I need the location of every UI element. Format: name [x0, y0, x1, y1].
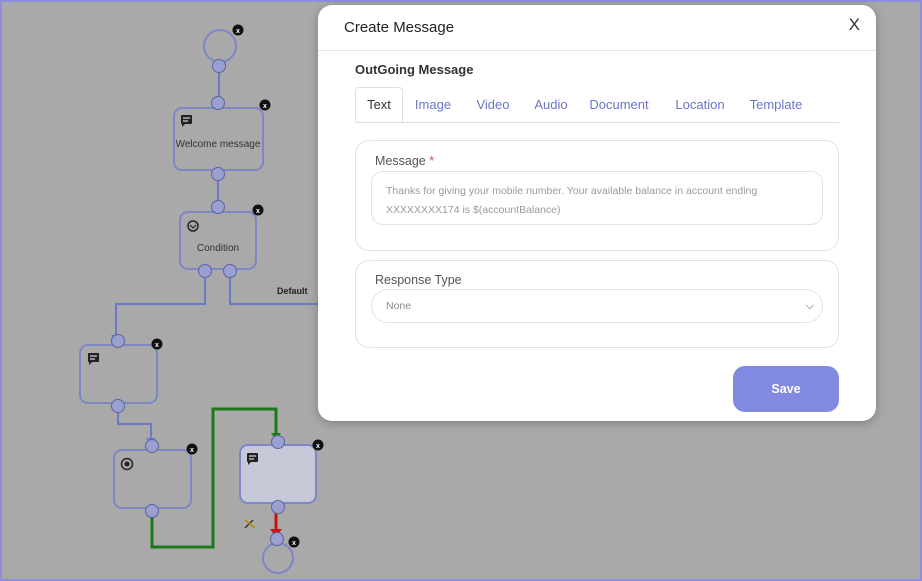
- tab-template[interactable]: Template: [749, 97, 803, 112]
- svg-text:x: x: [292, 540, 296, 547]
- message-label: Message *: [375, 154, 434, 168]
- condition-node-label: Condition: [197, 243, 239, 254]
- chevron-down-icon: ⌵: [805, 300, 814, 312]
- end-node[interactable]: [262, 542, 294, 574]
- welcome-node-label: Welcome message: [176, 139, 261, 150]
- message-card: Message * Thanks for giving your mobile …: [355, 140, 839, 251]
- port-handle[interactable]: [270, 532, 284, 546]
- port-handle[interactable]: [111, 334, 125, 348]
- delete-node-icon[interactable]: x: [288, 536, 300, 548]
- api-icon: [120, 457, 134, 471]
- delete-node-icon[interactable]: x: [312, 439, 324, 451]
- tab-image[interactable]: Image: [414, 97, 452, 112]
- svg-text:x: x: [256, 208, 260, 215]
- svg-text:x: x: [316, 443, 320, 450]
- delete-node-icon[interactable]: x: [151, 338, 163, 350]
- port-handle[interactable]: [145, 504, 159, 518]
- delete-node-icon[interactable]: x: [252, 204, 264, 216]
- response-type-value: None: [386, 300, 412, 312]
- message-type-tabs: Text Image Video Audio Document Location…: [355, 87, 839, 123]
- chat-icon: [247, 453, 258, 465]
- tab-text[interactable]: Text: [355, 87, 403, 122]
- message-label-text: Message: [375, 154, 426, 168]
- port-handle[interactable]: [271, 435, 285, 449]
- save-button[interactable]: Save: [733, 366, 839, 412]
- svg-text:x: x: [155, 342, 159, 349]
- edge-api-success: [150, 407, 278, 549]
- required-marker: *: [429, 154, 435, 168]
- default-edge-label: Default: [277, 286, 308, 296]
- svg-text:x: x: [263, 103, 267, 110]
- port-handle[interactable]: [211, 167, 225, 181]
- delete-node-icon[interactable]: x: [259, 99, 271, 111]
- response-type-card: Response Type None ⌵: [355, 260, 839, 348]
- start-node[interactable]: [203, 29, 237, 63]
- response-type-label: Response Type: [375, 273, 462, 287]
- tab-audio[interactable]: Audio: [534, 97, 568, 112]
- message-textarea[interactable]: Thanks for giving your mobile number. Yo…: [371, 171, 823, 225]
- port-handle[interactable]: [111, 399, 125, 413]
- section-title: OutGoing Message: [355, 62, 474, 77]
- delete-node-icon[interactable]: x: [186, 443, 198, 455]
- chat-icon: [181, 115, 192, 127]
- tab-document[interactable]: Document: [589, 97, 649, 112]
- port-handle[interactable]: [198, 264, 212, 278]
- edge-condition-default: [229, 272, 320, 305]
- close-button[interactable]: X: [848, 15, 860, 34]
- port-handle[interactable]: [271, 500, 285, 514]
- chat-icon: [88, 353, 99, 365]
- port-handle[interactable]: [211, 200, 225, 214]
- edge-condition-branch: [115, 272, 206, 340]
- condition-icon: [187, 220, 199, 232]
- port-handle[interactable]: [223, 264, 237, 278]
- response-type-select[interactable]: None ⌵: [371, 289, 823, 323]
- tab-video[interactable]: Video: [476, 97, 510, 112]
- port-handle[interactable]: [211, 96, 225, 110]
- delete-badges: x x x x x x x: [151, 24, 324, 548]
- dialog-header: Create Message X: [318, 5, 876, 51]
- svg-text:x: x: [190, 447, 194, 454]
- svg-text:x: x: [236, 28, 240, 35]
- hammer-icon[interactable]: [244, 519, 256, 529]
- port-handle[interactable]: [212, 59, 226, 73]
- tab-location[interactable]: Location: [675, 97, 725, 112]
- port-handle[interactable]: [145, 439, 159, 453]
- dialog-title: Create Message: [344, 19, 455, 36]
- edge-message-api: [117, 406, 152, 442]
- create-message-dialog: Create Message X OutGoing Message Text I…: [318, 5, 876, 421]
- delete-node-icon[interactable]: x: [232, 24, 244, 36]
